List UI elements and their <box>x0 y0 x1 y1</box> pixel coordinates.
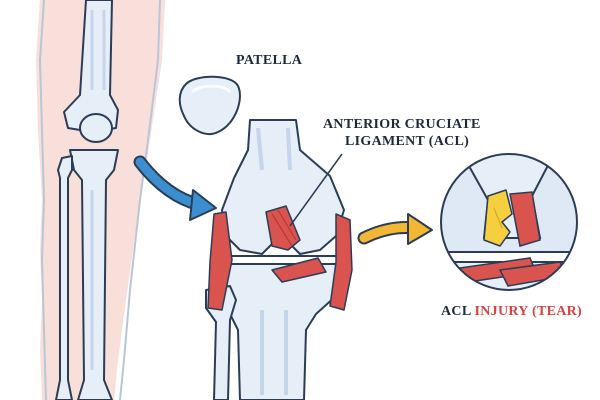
tibia <box>69 149 119 400</box>
acl-injury-label: ACL INJURY (TEAR) <box>441 303 582 320</box>
acl-label-line1: ANTERIOR CRUCIATE <box>323 117 481 132</box>
injury-emphasis: INJURY (TEAR) <box>474 304 582 319</box>
fibula <box>55 155 73 400</box>
leg-patella <box>79 113 113 143</box>
acl-label-line2: LIGAMENT (ACL) <box>345 134 470 149</box>
acl-label: ANTERIOR CRUCIATE LIGAMENT (ACL) <box>323 116 481 150</box>
leg-skeleton-icon <box>36 0 165 400</box>
yellow-curved-arrow-icon <box>357 213 433 245</box>
zoom-circle-icon <box>440 153 578 291</box>
medial-ligament <box>329 213 353 311</box>
lateral-ligament <box>207 211 233 311</box>
blue-curved-arrow-icon <box>133 155 217 221</box>
injury-prefix: ACL <box>441 304 471 319</box>
knee-joint <box>205 119 353 400</box>
patella-label: PATELLA <box>236 53 303 68</box>
